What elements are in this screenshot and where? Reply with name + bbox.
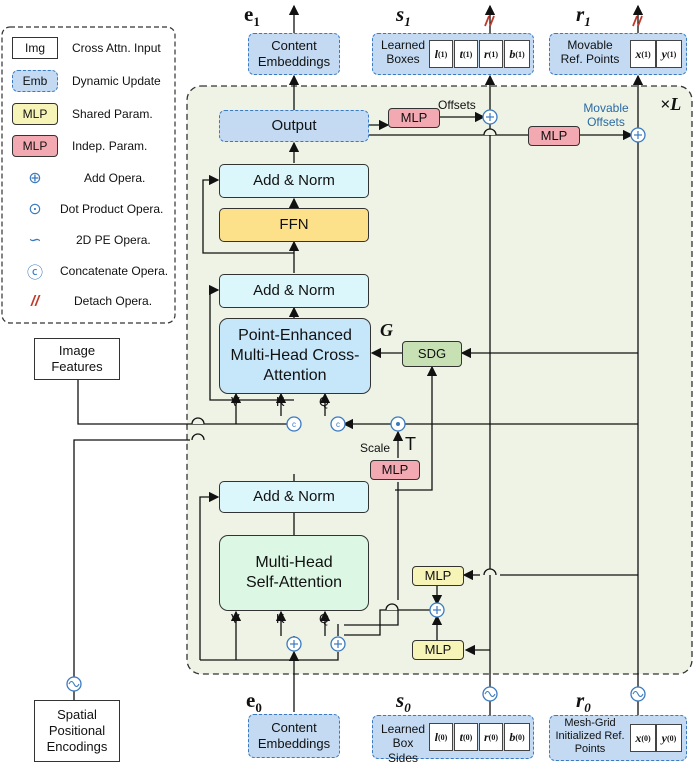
legend-label-add: Add Opera.	[84, 171, 146, 185]
sa-q-label: Q	[319, 611, 330, 626]
g-label: G	[380, 320, 393, 340]
add-norm-mid: Add & Norm	[219, 274, 369, 308]
box-cell-r0: r(0)	[479, 723, 503, 751]
legend-label-indep: Indep. Param.	[72, 139, 148, 153]
legend-concat-icon: ⓒ	[26, 265, 43, 282]
legend-chip-emb: Emb	[12, 70, 58, 92]
pe-cross-attention: Point-Enhanced Multi-Head Cross-Attentio…	[219, 318, 371, 394]
content-embeddings-out: Content Embeddings	[248, 33, 340, 75]
mlp-scale: MLP	[370, 460, 420, 480]
tau-label: T	[405, 434, 416, 454]
spatial-pe-box: Spatial Positional Encodings	[34, 700, 120, 762]
box-cell-l1: l(1)	[429, 40, 453, 68]
r1-symbol: r1	[576, 2, 591, 30]
s0-symbol: s0	[396, 688, 411, 716]
ref-cell-x0: x(0)	[630, 724, 656, 752]
legend-add-icon: ⊕	[28, 170, 42, 187]
box-cell-b1: b(1)	[504, 40, 530, 68]
legend-label-img: Cross Attn. Input	[72, 41, 161, 55]
legend-label-concat: Concatenate Opera.	[60, 264, 169, 278]
ref-cell-y0: y(0)	[656, 724, 682, 752]
mesh-ref-label: Mesh-Grid Initialized Ref. Points	[555, 717, 625, 756]
ca-k-label: K	[276, 394, 285, 409]
svg-text:c: c	[292, 420, 296, 429]
svg-text:c: c	[336, 420, 340, 429]
mlp-offsets: MLP	[388, 108, 440, 128]
e0-symbol: e0	[246, 688, 262, 716]
sdg-box: SDG	[402, 341, 462, 367]
ca-q-label: Q	[319, 394, 330, 409]
movable-offsets-label: Movable Offsets	[583, 101, 629, 129]
scale-label: Scale	[360, 441, 391, 455]
output-box: Output	[219, 110, 369, 142]
box-cell-b0: b(0)	[504, 723, 530, 751]
offsets-label: Offsets	[438, 98, 476, 112]
add-norm-top: Add & Norm	[219, 164, 369, 198]
multihead-self-attention: Multi-Head Self-Attention	[219, 535, 369, 611]
box-cell-t1: t(1)	[454, 40, 478, 68]
movable-ref-label: Movable Ref. Points	[560, 38, 620, 67]
box-cell-l0: l(0)	[429, 723, 453, 751]
legend-label-shared: Shared Param.	[72, 107, 153, 121]
legend-label-emb: Dynamic Update	[72, 74, 161, 88]
r0-symbol: r0	[576, 688, 591, 716]
box-cell-r1: r(1)	[479, 40, 503, 68]
legend-detach-icon: //	[30, 292, 40, 310]
content-embeddings-in: Content Embeddings	[248, 714, 340, 758]
times-l-label: ×L	[660, 94, 682, 114]
mlp-movable-offsets: MLP	[528, 126, 580, 146]
learned-boxes-label: Learned Boxes	[380, 38, 426, 67]
add-norm-bottom: Add & Norm	[219, 481, 369, 513]
legend-pe-icon: ∽	[28, 232, 42, 249]
s1-symbol: s1	[396, 2, 411, 30]
e1-symbol: e1	[244, 2, 260, 30]
legend-chip-img: Img	[12, 37, 58, 59]
sa-v-label: V	[231, 611, 240, 626]
mlp-shared-upper: MLP	[412, 566, 464, 586]
legend-label-dot: Dot Product Opera.	[60, 202, 164, 216]
legend-label-pe: 2D PE Opera.	[76, 233, 151, 247]
legend-chip-shared: MLP	[12, 103, 58, 125]
learned-sides-label: Learned Box Sides	[380, 722, 426, 765]
ref-cell-y1: y(1)	[656, 40, 682, 68]
ref-cell-x1: x(1)	[630, 40, 656, 68]
legend-dot-icon: ⊙	[28, 201, 42, 218]
ffn-box: FFN	[219, 208, 369, 242]
legend-label-detach: Detach Opera.	[74, 294, 153, 308]
image-features-box: Image Features	[34, 338, 120, 380]
box-cell-t0: t(0)	[454, 723, 478, 751]
mlp-shared-lower: MLP	[412, 640, 464, 660]
sa-k-label: K	[276, 611, 285, 626]
ca-v-label: V	[231, 394, 240, 409]
legend-chip-indep: MLP	[12, 135, 58, 157]
